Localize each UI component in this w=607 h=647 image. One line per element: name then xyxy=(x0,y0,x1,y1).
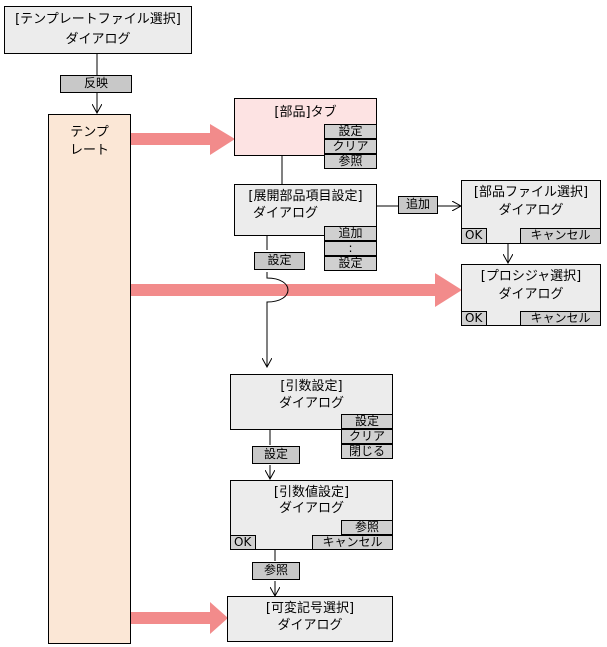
add-label[interactable]: 追加 xyxy=(398,196,438,214)
dialog-subtitle: ダイアログ xyxy=(278,501,344,516)
dialog-subtitle: ダイアログ xyxy=(498,203,564,218)
dialog-title: [テンプレートファイル選択] xyxy=(15,12,181,27)
template-panel: テンプ レート xyxy=(48,114,131,644)
pink-arrow-to-variable xyxy=(130,602,228,634)
panel-title: テンプ xyxy=(70,125,109,140)
template-file-dialog: [テンプレートファイル選択] ダイアログ xyxy=(4,6,192,54)
dialog-title: [部品ファイル選択] xyxy=(473,185,589,200)
settings-button[interactable]: 設定 xyxy=(324,256,377,271)
clear-button[interactable]: クリア xyxy=(341,429,393,444)
dialog-subtitle: ダイアログ xyxy=(65,32,131,47)
dialog-title: [展開部品項目設定] xyxy=(248,189,363,204)
variable-symbol-dialog: [可変記号選択] ダイアログ xyxy=(227,596,393,642)
clear-button[interactable]: クリア xyxy=(324,139,377,154)
cancel-button[interactable]: キャンセル xyxy=(312,535,393,550)
dialog-title: [引数値設定] xyxy=(273,485,350,500)
pink-arrow-to-parts-tab xyxy=(130,124,235,155)
tab-title: [部品]タブ xyxy=(274,105,337,120)
browse-button[interactable]: 参照 xyxy=(341,520,393,535)
settings-label[interactable]: 設定 xyxy=(252,446,300,464)
dialog-title: [引数設定] xyxy=(280,379,343,394)
ellipsis-separator: : xyxy=(324,241,377,256)
settings-button[interactable]: 設定 xyxy=(341,414,393,429)
panel-subtitle: レート xyxy=(69,143,109,158)
browse-button[interactable]: 参照 xyxy=(324,154,377,169)
ok-button[interactable]: OK xyxy=(461,228,487,244)
dialog-subtitle: ダイアログ xyxy=(498,287,564,302)
dialog-subtitle: ダイアログ xyxy=(278,396,344,411)
dialog-title: [プロシジャ選択] xyxy=(480,269,582,284)
pink-arrow-to-procedure xyxy=(130,273,462,307)
dialog-subtitle: ダイアログ xyxy=(252,206,318,221)
cancel-button[interactable]: キャンセル xyxy=(520,311,601,326)
ok-button[interactable]: OK xyxy=(461,311,487,326)
cancel-button[interactable]: キャンセル xyxy=(520,228,601,244)
browse-label[interactable]: 参照 xyxy=(252,562,300,580)
add-button[interactable]: 追加 xyxy=(324,226,377,241)
dialog-subtitle: ダイアログ xyxy=(277,618,343,633)
reflect-button[interactable]: 反映 xyxy=(60,75,132,93)
settings-button[interactable]: 設定 xyxy=(324,124,377,139)
settings-label[interactable]: 設定 xyxy=(254,252,305,270)
dialog-title: [可変記号選択] xyxy=(265,601,355,616)
ok-button[interactable]: OK xyxy=(230,535,256,550)
close-button[interactable]: 閉じる xyxy=(341,444,393,459)
